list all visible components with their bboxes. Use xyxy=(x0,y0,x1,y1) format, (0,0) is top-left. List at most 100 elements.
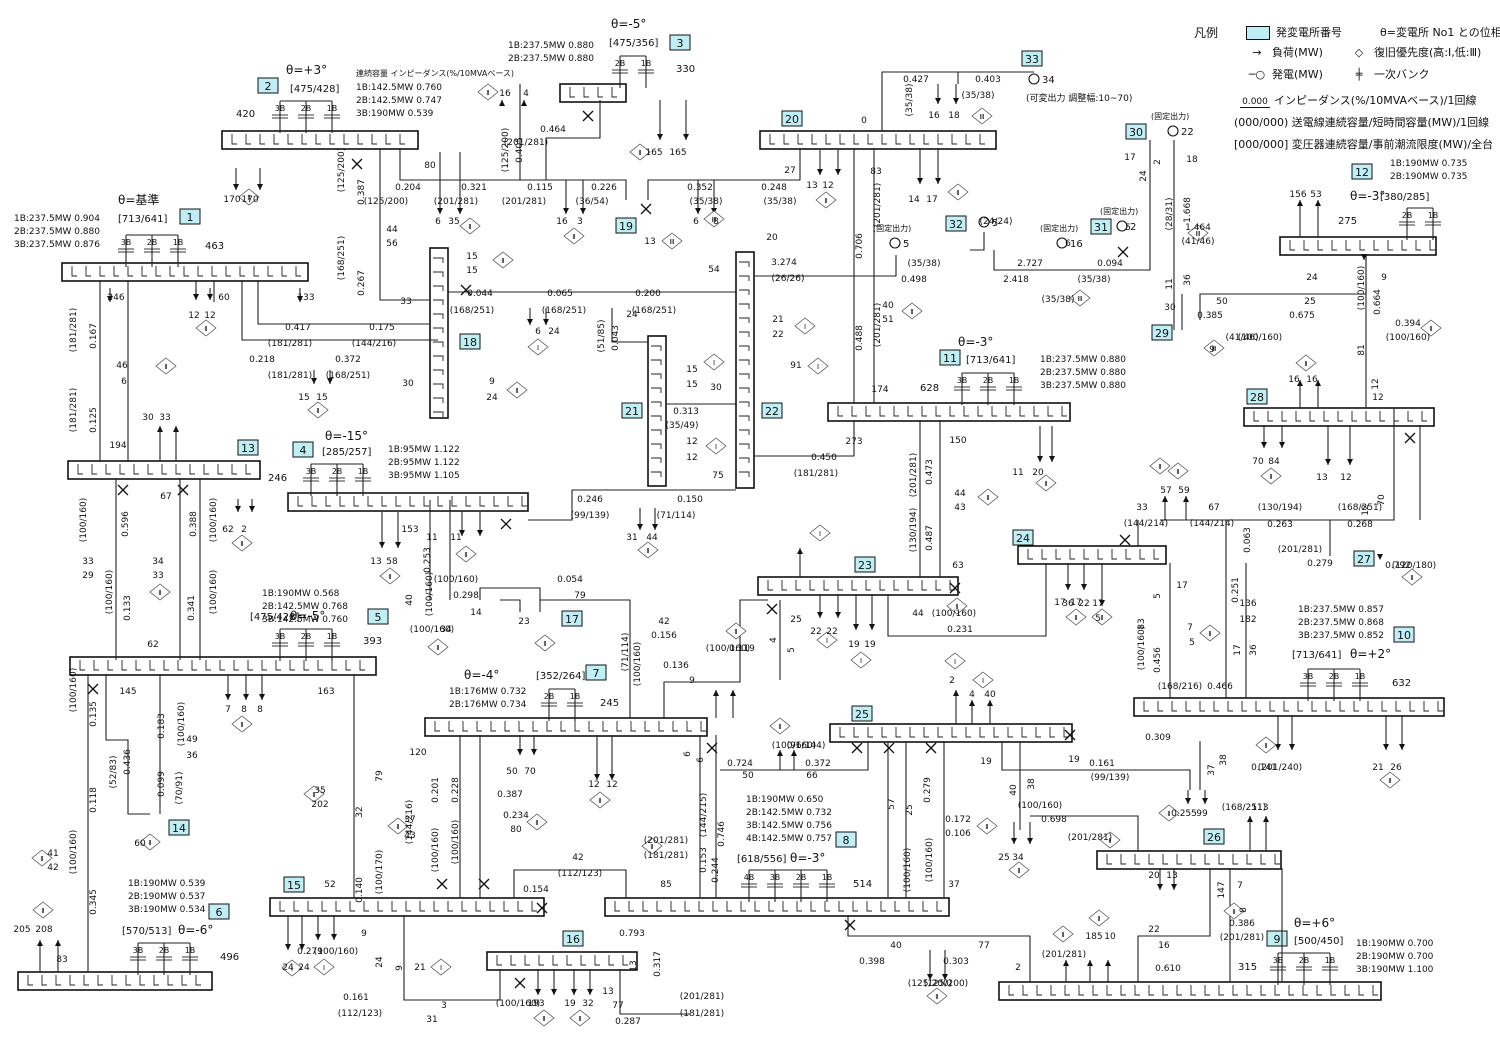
transmission-line xyxy=(1199,254,1367,320)
breaker-tick xyxy=(1401,240,1407,251)
breaker-tick xyxy=(838,901,844,912)
breaker-tick xyxy=(1367,701,1373,712)
breaker-tick xyxy=(866,901,872,912)
priority-label: Ⅱ xyxy=(1176,468,1179,476)
breaker-tick xyxy=(1176,854,1182,865)
branch-value: 34 xyxy=(440,625,452,635)
breaker-tick xyxy=(1027,549,1033,560)
breaker-tick xyxy=(1083,549,1089,560)
breaker-tick xyxy=(518,721,524,732)
priority-label: Ⅱ xyxy=(1269,473,1272,481)
priority-label: Ⅱ xyxy=(1044,480,1047,488)
priority-diamond-icon xyxy=(303,785,325,803)
breaker-tick xyxy=(1260,854,1266,865)
breaker-tick xyxy=(809,580,815,591)
breaker-tick xyxy=(839,134,845,145)
load-arrow-icon xyxy=(551,989,557,995)
branch-value: 0.724 xyxy=(727,759,753,769)
priority-diamond-icon xyxy=(1223,902,1245,920)
transformer-spec: 2B:190MW 0.700 xyxy=(1356,952,1434,962)
priority-diamond-icon xyxy=(1203,339,1225,357)
branch-value: 246 xyxy=(107,293,124,303)
branch-value: (125/200) xyxy=(908,979,952,989)
breaker-tick xyxy=(451,496,457,507)
load-arrow-icon xyxy=(207,294,213,300)
breaker-tick xyxy=(231,464,237,475)
branch-value: (181/281) xyxy=(69,388,79,432)
bus-node-5 xyxy=(69,656,377,676)
breaker-tick xyxy=(1337,411,1343,422)
breaker-tick xyxy=(1316,985,1322,996)
priority-diamond-icon xyxy=(313,958,335,976)
load-arrow-icon xyxy=(235,506,241,512)
breaker-tick xyxy=(475,901,481,912)
breaker-tick xyxy=(1185,701,1191,712)
breaker-tick xyxy=(1061,406,1067,417)
node-number-box xyxy=(283,876,305,893)
breaker-tick xyxy=(1050,985,1056,996)
breaker-tick xyxy=(923,134,929,145)
load-arrow-icon xyxy=(379,542,385,548)
open-switch-icon xyxy=(87,683,99,695)
priority-label: Ⅱ xyxy=(1429,325,1432,333)
branch-value: 19 xyxy=(564,999,576,1009)
open-switch-icon xyxy=(351,158,363,170)
breaker-tick xyxy=(1049,727,1055,738)
branch-value: 5 xyxy=(1095,614,1101,624)
node-number-box xyxy=(1090,218,1112,235)
node-number-box xyxy=(179,208,201,225)
open-switch-icon xyxy=(582,110,594,122)
branch-value: (28/31) xyxy=(1165,198,1175,231)
branch-value: (51/85) xyxy=(597,320,607,353)
priority-label: Ⅰ xyxy=(804,323,806,331)
branch-value: 153 xyxy=(401,525,418,535)
breaker-tick xyxy=(823,580,829,591)
branch-value: (70/91) xyxy=(175,772,185,805)
branch-value: 9 xyxy=(489,377,495,387)
transformer-capacity: [475/428] xyxy=(290,84,339,95)
branch-value: 194 xyxy=(109,441,126,451)
breaker-tick xyxy=(1373,240,1379,251)
priority-diamond-icon xyxy=(506,381,528,399)
transformer-capacity: [475/428] xyxy=(250,612,299,623)
transformer-spec: 3B:237.5MW 0.852 xyxy=(1298,631,1384,641)
breaker-tick xyxy=(1303,240,1309,251)
branch-value: 80 xyxy=(424,161,436,171)
breaker-tick xyxy=(303,660,309,671)
load-arrow-icon xyxy=(942,974,948,980)
node-number: 29 xyxy=(1155,327,1169,340)
branch-value: 6 xyxy=(1065,239,1071,249)
branch-value: 0.140 xyxy=(355,877,365,903)
branch-value: 59 xyxy=(1178,486,1190,496)
branch-value: 185 xyxy=(1085,932,1102,942)
branch-value: 0.303 xyxy=(943,957,969,967)
branch-value: 24 xyxy=(1139,170,1149,182)
branch-value: 174 xyxy=(871,385,888,395)
priority-diamond-icon xyxy=(1069,289,1091,307)
priority-diamond-icon xyxy=(459,217,481,235)
branch-value: (96/144) xyxy=(787,741,826,751)
priority-diamond-icon xyxy=(427,638,449,656)
load-arrow-icon xyxy=(927,974,933,980)
breaker-tick xyxy=(993,727,999,738)
branch-value: 8 xyxy=(713,217,719,227)
branch-value: 150 xyxy=(949,436,966,446)
open-switch-icon xyxy=(640,203,652,215)
breaker-tick xyxy=(979,134,985,145)
breaker-tick xyxy=(1387,240,1393,251)
branch-value: 41 xyxy=(47,849,58,859)
transmission-line xyxy=(379,148,430,301)
branch-value: 17 xyxy=(1070,598,1081,608)
branch-value: 13 xyxy=(1316,473,1327,483)
breaker-tick xyxy=(163,660,169,671)
node-flow: 632 xyxy=(1392,678,1411,689)
breaker-tick xyxy=(1134,854,1140,865)
branch-value: 0.161 xyxy=(1089,759,1115,769)
breaker-tick xyxy=(448,721,454,732)
node-number: 30 xyxy=(1129,126,1143,139)
load-arrow-icon xyxy=(1157,884,1163,890)
priority-diamond-icon xyxy=(1099,831,1121,849)
branch-value: 0.450 xyxy=(811,453,837,463)
